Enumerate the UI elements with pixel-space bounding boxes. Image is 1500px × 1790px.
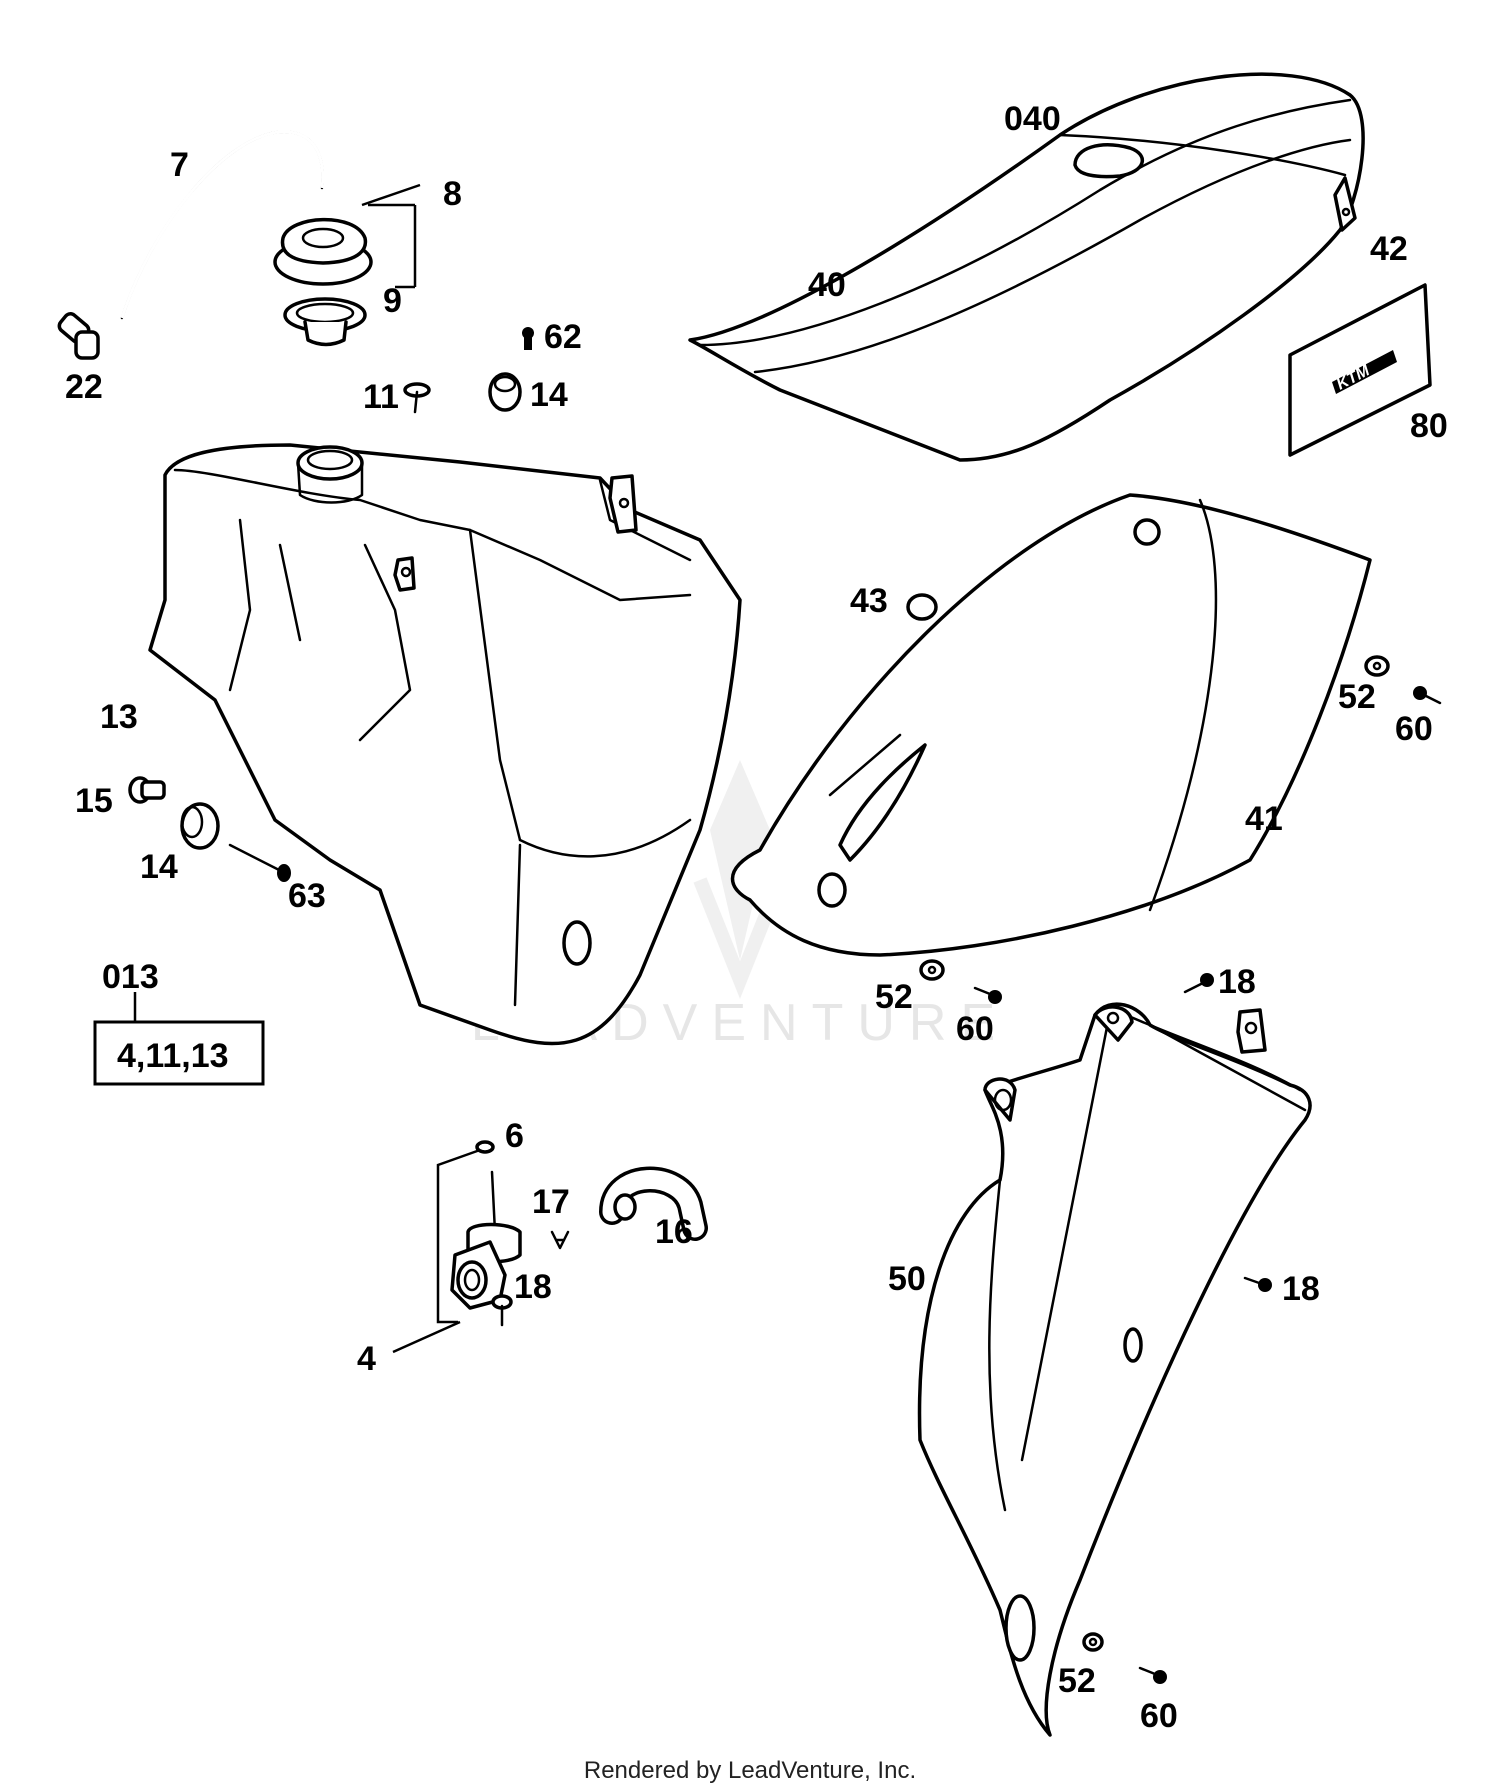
screw-18-a bbox=[1183, 973, 1214, 994]
callout-7: 7 bbox=[170, 146, 189, 184]
kit-013 bbox=[93, 992, 265, 1086]
screw-60-c bbox=[1138, 1666, 1167, 1684]
callout-15: 15 bbox=[75, 782, 113, 820]
washer-52-c bbox=[1082, 1632, 1104, 1652]
screw-62 bbox=[522, 327, 534, 350]
grommet-43 bbox=[906, 593, 938, 621]
seat bbox=[688, 72, 1365, 462]
screw-18-b bbox=[491, 1294, 513, 1327]
washer-52-b bbox=[919, 959, 945, 981]
callout-62: 62 bbox=[544, 318, 582, 356]
fuel-hose-16 bbox=[599, 1166, 708, 1241]
callout-18-b: 18 bbox=[514, 1268, 552, 1306]
kit-013-contents: 4,11,13 bbox=[117, 1037, 229, 1075]
callout-13: 13 bbox=[100, 698, 138, 736]
callout-40: 40 bbox=[808, 266, 846, 304]
callout-8: 8 bbox=[443, 175, 462, 213]
callout-52-c: 52 bbox=[1058, 1662, 1096, 1700]
leader-4 bbox=[392, 1320, 461, 1354]
callout-14-lower: 14 bbox=[140, 848, 178, 886]
callout-60-b: 60 bbox=[956, 1010, 994, 1048]
callout-52-b: 52 bbox=[875, 978, 913, 1016]
bolt-63 bbox=[228, 843, 291, 882]
callout-80: 80 bbox=[1410, 407, 1448, 445]
callouts: 7 8 9 22 62 11 14 040 40 42 80 13 15 14 … bbox=[65, 100, 1448, 1735]
callout-63: 63 bbox=[288, 877, 326, 915]
screw-18-c bbox=[1243, 1276, 1272, 1292]
callout-16: 16 bbox=[655, 1213, 693, 1251]
bolt-15 bbox=[128, 776, 166, 804]
callout-60-c: 60 bbox=[1140, 1697, 1178, 1735]
callout-18-a: 18 bbox=[1218, 963, 1256, 1001]
ktm-decal: KTM bbox=[1288, 283, 1432, 457]
callout-18-c: 18 bbox=[1282, 1270, 1320, 1308]
clamp-17 bbox=[550, 1230, 570, 1250]
callout-040: 040 bbox=[1004, 100, 1061, 138]
callout-60-a: 60 bbox=[1395, 710, 1433, 748]
callout-50: 50 bbox=[888, 1260, 926, 1298]
callout-22: 22 bbox=[65, 368, 103, 406]
leader-8-9 bbox=[368, 203, 417, 289]
callout-013: 013 bbox=[102, 958, 159, 996]
callout-14-top: 14 bbox=[530, 376, 568, 414]
callout-41: 41 bbox=[1245, 800, 1283, 838]
spacer-14-top bbox=[488, 372, 522, 412]
callout-17: 17 bbox=[532, 1183, 570, 1221]
side-cover bbox=[730, 493, 1372, 957]
callout-11: 11 bbox=[363, 378, 399, 416]
fuel-tap bbox=[436, 1140, 522, 1324]
fuel-cap bbox=[273, 217, 373, 286]
breather-hose bbox=[120, 130, 325, 320]
radiator-shroud bbox=[917, 1002, 1312, 1737]
screw-60-b bbox=[973, 986, 1002, 1004]
callout-6: 6 bbox=[505, 1117, 524, 1155]
hose-elbow-fitting bbox=[57, 312, 100, 360]
cap-gasket bbox=[283, 297, 367, 347]
spacer-14-lower bbox=[180, 802, 220, 850]
fuel-tank bbox=[148, 443, 742, 1046]
screw-60-a bbox=[1413, 686, 1442, 705]
callout-42: 42 bbox=[1370, 230, 1408, 268]
callout-9: 9 bbox=[383, 282, 402, 320]
bolt-11 bbox=[403, 382, 431, 414]
leader-8 bbox=[361, 183, 421, 207]
callout-43: 43 bbox=[850, 582, 888, 620]
washer-52-a bbox=[1364, 655, 1390, 677]
callout-4: 4 bbox=[357, 1340, 376, 1378]
callout-52-a: 52 bbox=[1338, 678, 1376, 716]
footer-credit: Rendered by LeadVenture, Inc. bbox=[584, 1757, 916, 1784]
